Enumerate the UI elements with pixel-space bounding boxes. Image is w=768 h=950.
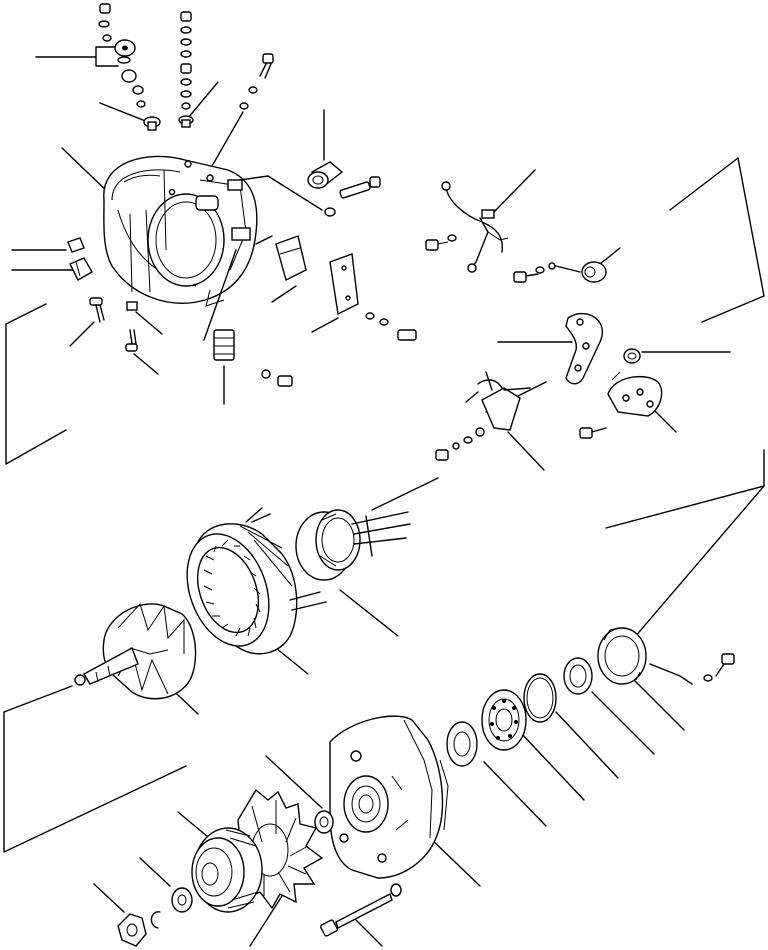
diode-plate-icon <box>579 371 663 439</box>
brush-holder-icon <box>275 235 417 341</box>
rear-bearing-icon <box>481 689 527 751</box>
spacer-icon <box>314 810 334 834</box>
washer-icon <box>171 887 193 913</box>
callout-leaders <box>3 46 765 947</box>
terminal-bolt-icon <box>513 261 607 283</box>
bearing-retainer-icon <box>597 627 647 685</box>
slip-ring-seal-icon <box>295 509 411 581</box>
stator-icon <box>186 507 327 655</box>
through-bolt-icon <box>320 883 402 937</box>
grommet-icon <box>143 116 161 131</box>
lead-wires-icon <box>425 181 509 273</box>
rectifier-plate-icon <box>565 312 641 385</box>
lock-washer-icon <box>150 911 161 929</box>
brush-spring-icon <box>213 329 293 387</box>
rotor-icon <box>74 603 197 700</box>
rear-housing-icon <box>103 155 323 341</box>
front-housing-icon <box>329 715 449 879</box>
nut-stack-icon <box>178 11 194 128</box>
insulator-washer-icon <box>114 39 146 108</box>
terminal-hardware-stack <box>98 3 274 131</box>
capacitor-icon <box>307 161 381 217</box>
nut-icon <box>98 3 112 42</box>
o-ring-icon <box>523 673 557 723</box>
front-bearing-icon <box>446 721 478 767</box>
pulley-icon <box>191 827 263 913</box>
screw-icon <box>239 53 274 110</box>
bearing-icon <box>563 657 593 695</box>
pulley-nut-icon <box>117 913 147 947</box>
regulator-icon <box>435 371 531 461</box>
retainer-screw-icon <box>703 653 735 682</box>
clip-icon <box>67 237 138 352</box>
